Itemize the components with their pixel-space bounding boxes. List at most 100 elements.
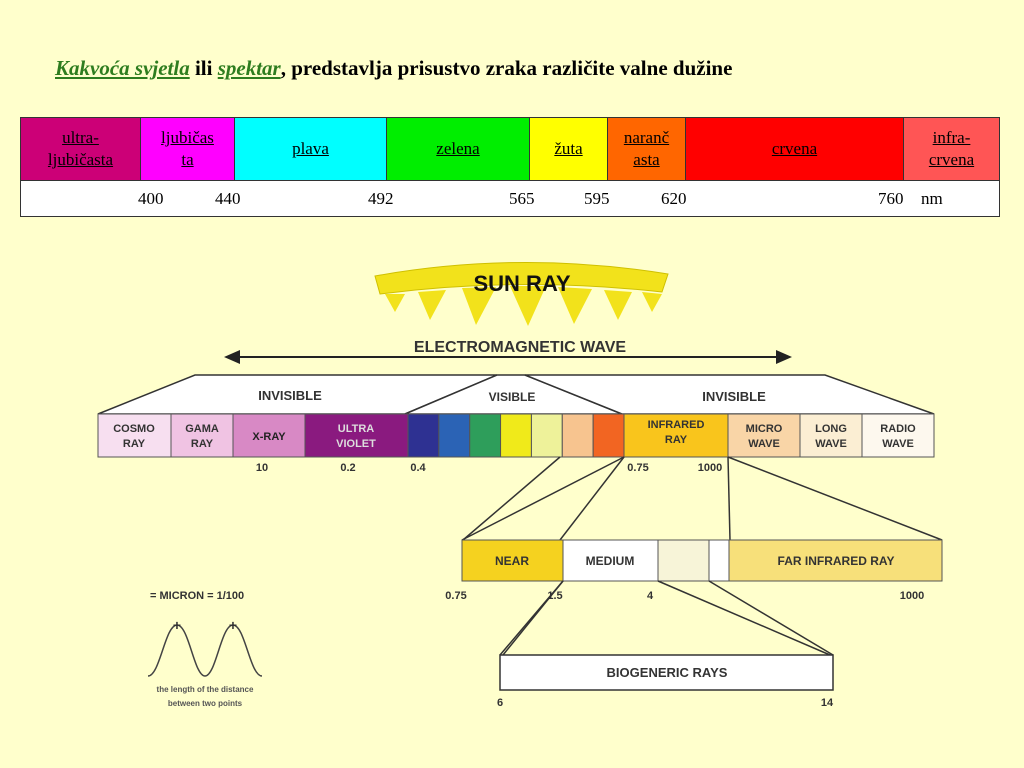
wave-sine-icon bbox=[147, 624, 263, 677]
infrared-zoom-lines bbox=[461, 456, 943, 541]
scale1-tick: 1000 bbox=[698, 462, 722, 474]
band-radio-wave bbox=[861, 413, 935, 458]
band-medium-label: MEDIUM bbox=[586, 554, 635, 568]
sun-ray-flag bbox=[510, 286, 546, 326]
micron-label: = MICRON = 1/100 bbox=[150, 590, 244, 602]
em-band-row: COSMO RAY GAMA RAY X-RAY ULTRA VIOLET IN… bbox=[97, 413, 935, 458]
band-far-infrared bbox=[728, 539, 943, 582]
spectrum-cell-label[interactable]: infra- bbox=[932, 128, 971, 147]
band-uv-label2: VIOLET bbox=[336, 438, 376, 450]
band-long-label2: WAVE bbox=[815, 438, 847, 450]
band-gama-label2: RAY bbox=[191, 438, 214, 450]
wavelength-value: 440 bbox=[215, 189, 241, 208]
scale1-tick: 0.4 bbox=[410, 462, 426, 474]
band-cosmo-ray bbox=[97, 413, 172, 458]
band-gama-label1: GAMA bbox=[185, 423, 219, 435]
scale2-tick: 1000 bbox=[900, 590, 924, 602]
scale3-tick: 14 bbox=[821, 697, 834, 709]
band-far-label: FAR INFRARED RAY bbox=[778, 554, 895, 568]
scale1-tick: 10 bbox=[256, 462, 268, 474]
band-cosmo-label1: COSMO bbox=[113, 423, 155, 435]
sun-ray-flag bbox=[642, 292, 662, 312]
wavelength-value: 760 bbox=[878, 189, 904, 208]
title-connector: ili bbox=[189, 56, 218, 80]
scale3-tick: 6 bbox=[497, 697, 503, 709]
em-wave-arrow: ELECTROMAGNETIC WAVE bbox=[224, 339, 792, 364]
band-ir-label2: RAY bbox=[665, 434, 688, 446]
sun-ray-flag bbox=[558, 287, 592, 324]
band-cosmo-label2: RAY bbox=[123, 438, 146, 450]
biogeneric-label: BIOGENERIC RAYS bbox=[607, 665, 728, 680]
spectrum-cell-label[interactable]: ta bbox=[181, 150, 194, 169]
title-keyword-spectrum: spektar bbox=[217, 56, 281, 80]
wavelength-row: 400 440 492 565 595 620 760 nm bbox=[20, 180, 1000, 217]
spectrum-cell-label[interactable]: ljubičasta bbox=[47, 150, 114, 169]
sun-ray-banner: SUN RAY bbox=[374, 262, 669, 326]
spectrum-cell-label[interactable]: crvena bbox=[928, 150, 975, 169]
wavelength-value: 620 bbox=[661, 189, 687, 208]
visible-color-swatch bbox=[407, 413, 440, 458]
visible-color-swatch bbox=[438, 413, 471, 458]
spectrum-cell-label[interactable]: crvena bbox=[771, 139, 818, 158]
wavelength-unit: nm bbox=[921, 189, 943, 208]
visible-label: VISIBLE bbox=[489, 390, 536, 404]
visible-color-swatch bbox=[500, 413, 532, 458]
scale-row-2: 0.75 1.5 4 1000 bbox=[445, 590, 924, 602]
spectrum-cell-label[interactable]: plava bbox=[292, 139, 329, 158]
sun-ray-flag bbox=[418, 290, 446, 320]
spectrum-cell-label[interactable]: asta bbox=[633, 150, 660, 169]
band-x-ray bbox=[232, 413, 306, 458]
page-title: Kakvoća svjetla ili spektar, predstavlja… bbox=[55, 56, 732, 81]
wavelength-scale: 400 440 492 565 595 620 760 nm bbox=[21, 181, 999, 216]
wave-caption-line1: the length of the distance bbox=[157, 685, 254, 694]
band-xray-label: X-RAY bbox=[252, 431, 286, 443]
wave-caption-line2: between two points bbox=[168, 699, 243, 708]
wavelength-value: 565 bbox=[509, 189, 535, 208]
spectrum-cell-label[interactable]: ljubičas bbox=[161, 128, 214, 147]
spectrum-cell: žuta bbox=[529, 117, 608, 181]
sun-ray-flag bbox=[604, 290, 632, 320]
wave-crest-marker: + bbox=[173, 617, 181, 633]
band-micro-wave bbox=[727, 413, 801, 458]
band-medium bbox=[562, 539, 659, 582]
biogeneric-box: BIOGENERIC RAYS 6 14 bbox=[497, 654, 834, 709]
infrared-band-row: NEAR MEDIUM FAR INFRARED RAY bbox=[461, 539, 943, 582]
band-gama-ray bbox=[170, 413, 234, 458]
spectrum-cell: plava bbox=[234, 117, 387, 181]
spectrum-cell-label[interactable]: žuta bbox=[554, 139, 583, 158]
spectrum-cell: ljubičas ta bbox=[140, 117, 235, 181]
biogeneric-zoom-lines bbox=[499, 580, 834, 656]
spectrum-cell: naranč asta bbox=[607, 117, 686, 181]
wavelength-value: 400 bbox=[138, 189, 164, 208]
invisible-left-label: INVISIBLE bbox=[258, 388, 322, 403]
visible-color-swatch bbox=[592, 413, 625, 458]
band-uv-label1: ULTRA bbox=[338, 423, 375, 435]
band-radio-label2: WAVE bbox=[882, 438, 914, 450]
scale2-tick: 4 bbox=[647, 590, 654, 602]
wavelength-value: 492 bbox=[368, 189, 394, 208]
em-wave-label: ELECTROMAGNETIC WAVE bbox=[414, 339, 626, 356]
spectrum-cell: crvena bbox=[685, 117, 904, 181]
scale-row-1: 10 0.2 0.4 0.75 1000 bbox=[256, 462, 722, 474]
sun-ray-flag bbox=[385, 294, 405, 312]
visible-color-swatch bbox=[469, 413, 502, 458]
spectrum-cell-label[interactable]: naranč bbox=[623, 128, 670, 147]
band-micro-label1: MICRO bbox=[746, 423, 783, 435]
wavelength-cell: 400 440 492 565 595 620 760 nm bbox=[20, 180, 1000, 217]
biogeneric-rect bbox=[499, 654, 834, 691]
visible-color-strip bbox=[407, 413, 625, 458]
spectrum-cell-label[interactable]: ultra- bbox=[62, 128, 99, 147]
title-keyword-light-quality: Kakvoća svjetla bbox=[55, 56, 190, 80]
band-mid-gap bbox=[657, 539, 710, 582]
visibility-headers: INVISIBLE VISIBLE INVISIBLE bbox=[97, 374, 935, 415]
spectrum-cell: infra-crvena bbox=[903, 117, 1000, 181]
visible-color-swatch bbox=[530, 413, 563, 458]
band-narrow-gap bbox=[708, 539, 730, 582]
scale2-tick: 0.75 bbox=[445, 590, 466, 602]
scale1-tick: 0.75 bbox=[627, 462, 648, 474]
spectrum-cell-label[interactable]: zelena bbox=[436, 139, 480, 158]
wavelength-value: 595 bbox=[584, 189, 610, 208]
